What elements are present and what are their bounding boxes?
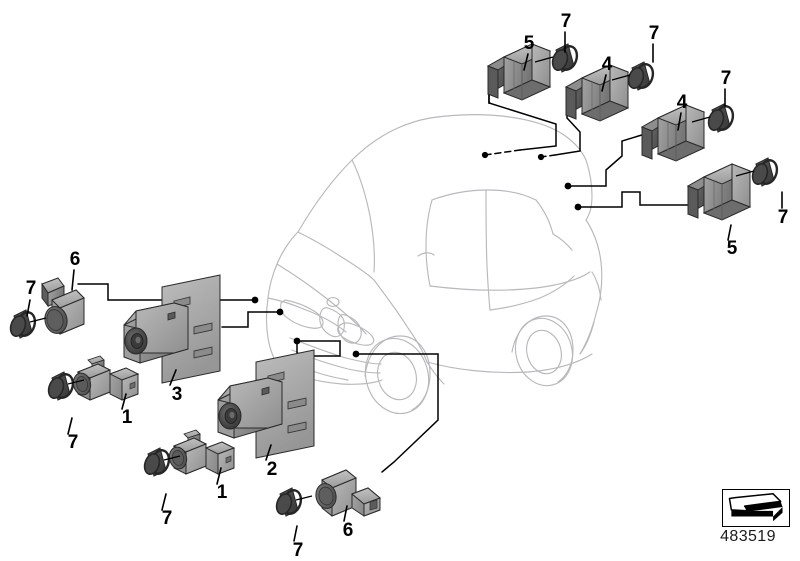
part-7-decoupling-ring-a: [551, 43, 579, 73]
callout-4-rear-lower: 4: [676, 92, 688, 113]
callout-1-sensor-upper: 1: [121, 407, 133, 428]
callout-7-rear-right-a: 7: [720, 68, 732, 89]
part-5-pdc-sensor-lower: [686, 163, 752, 221]
part-7-decoupling-ring-c: [707, 103, 735, 133]
part-7-decoupling-ring-b: [627, 61, 655, 91]
part-6-ultrasonic-sensor-lower: [315, 469, 381, 517]
callout-4-rear-upper: 4: [601, 54, 613, 75]
callout-7-front-left-b: 7: [67, 432, 79, 453]
diagram-id-number: 483519: [720, 528, 776, 545]
callout-7-front-low-a: 7: [161, 508, 173, 529]
part-4-pdc-sensor-lower: [640, 104, 706, 162]
callout-1-sensor-lower: 1: [216, 482, 228, 503]
callout-6-front-upper: 6: [69, 249, 81, 270]
part-6-ultrasonic-sensor-upper: [41, 277, 85, 335]
callout-5-rear-left: 5: [523, 33, 535, 54]
part-1-ultrasonic-sensor-upper: [72, 355, 140, 401]
part-7-decoupling-ring-f: [47, 371, 75, 401]
part-7-decoupling-ring-h: [275, 487, 303, 517]
arrow-emblem-icon: [728, 493, 783, 522]
callout-7-rear-left-b: 7: [648, 23, 660, 44]
part-2-camera-module: [217, 349, 315, 459]
callout-5-rear-right: 5: [726, 238, 738, 259]
callout-7-rear-left-a: 7: [560, 11, 572, 32]
leader-dots: [251, 151, 582, 358]
part-1-ultrasonic-sensor-lower: [168, 429, 236, 475]
callout-6-front-lower: 6: [342, 520, 354, 541]
callout-7-front-low-b: 7: [292, 540, 304, 561]
part-7-decoupling-ring-g: [143, 447, 171, 477]
part-7-decoupling-ring-e: [9, 309, 37, 339]
part-4-pdc-sensor-upper: [564, 64, 630, 122]
part-5-pdc-sensor-upper: [486, 43, 552, 101]
part-3-camera-module: [123, 274, 221, 384]
callout-7-front-left-a: 7: [25, 278, 37, 299]
callout-3-camera: 3: [171, 384, 183, 405]
arrow-emblem-box: [722, 489, 790, 527]
part-7-decoupling-ring-d: [751, 157, 779, 187]
callout-7-rear-right-b: 7: [777, 207, 789, 228]
callout-2-camera: 2: [266, 459, 278, 480]
